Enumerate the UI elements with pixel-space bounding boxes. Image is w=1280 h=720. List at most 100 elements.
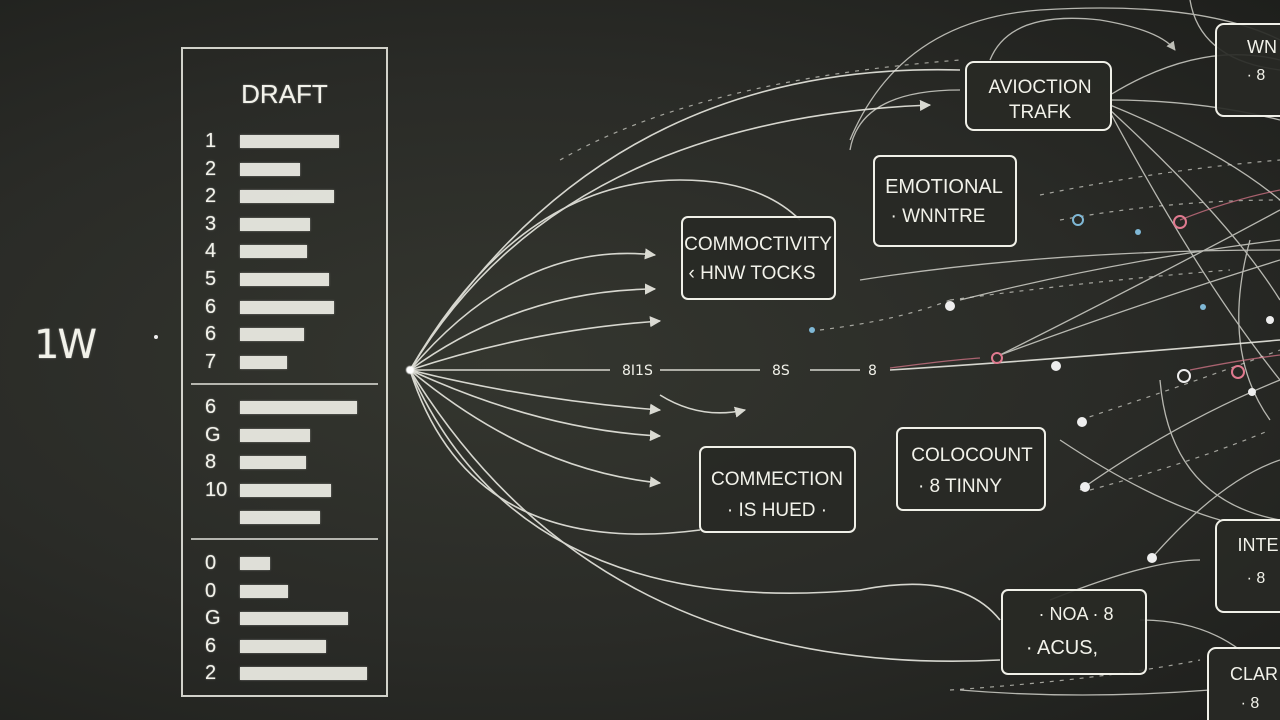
draft-row-bar <box>240 456 306 470</box>
draft-row-number: 10 <box>205 478 228 501</box>
fan-line <box>889 339 1280 371</box>
box-top-right-line1: WN <box>1247 37 1277 57</box>
draft-row: 3 <box>183 212 386 236</box>
chalk-dot <box>1051 361 1061 371</box>
network-line <box>989 17 1176 61</box>
fan-line <box>409 369 1001 621</box>
box-colocount-line1: COLOCOUNT <box>911 445 1033 466</box>
pink-line <box>1189 354 1280 371</box>
draft-row-bar <box>240 667 367 681</box>
diagram-boxes: COMMOCTIVITY ‹ HNW TOCKS COMMECTION · IS… <box>681 23 1280 720</box>
box-colocount-line2: · 8 TINNY <box>918 476 1002 497</box>
draft-row: 10 <box>183 478 386 502</box>
blue-dot <box>1135 229 1141 235</box>
draft-row-bar <box>240 245 307 259</box>
flow-label-2: 8S <box>772 363 790 379</box>
box-aviocton-line2: TRAFK <box>1009 102 1072 123</box>
fan-line <box>409 316 662 371</box>
network-line <box>849 7 1280 141</box>
draft-row: 6 <box>183 295 386 319</box>
draft-row-bar <box>240 428 310 442</box>
draft-row-bar <box>240 355 287 369</box>
draft-row: 6 <box>183 395 386 419</box>
blue-dot <box>809 327 815 333</box>
network-line <box>1109 109 1280 301</box>
draft-row-bar <box>240 273 329 286</box>
network-line <box>1159 379 1280 521</box>
fan-line <box>659 394 747 418</box>
box-bottom-right-line2: · 8 <box>1241 695 1260 712</box>
draft-row-bar <box>240 328 304 342</box>
draft-row-bar <box>240 135 339 148</box>
dashed-line <box>559 59 961 161</box>
draft-row-bar <box>240 639 326 653</box>
box-aviocton: AVIOCTION TRAFK <box>965 61 1112 131</box>
flow-labels: 8I1S 8S 8 <box>622 363 877 379</box>
box-top-right-line2: · 8 <box>1247 67 1266 84</box>
draft-row-number: G <box>205 423 221 446</box>
network-line <box>1059 439 1221 521</box>
network-line <box>1109 104 1280 201</box>
box-emotional-line2: · WNNTRE <box>891 206 986 227</box>
fan-line <box>409 68 961 371</box>
box-mid-right-line1: INTE <box>1237 535 1278 555</box>
draft-row-number: 2 <box>205 157 217 180</box>
draft-row-number: 2 <box>205 662 217 685</box>
chalk-dot <box>1077 417 1087 427</box>
chalk-dot <box>1080 482 1090 492</box>
network-line <box>1238 239 1271 421</box>
draft-row: 2 <box>183 184 386 208</box>
dashed-line <box>1089 429 1271 491</box>
pink-dot <box>991 352 1003 364</box>
chalk-dot <box>1177 369 1191 383</box>
box-commection: COMMECTION · IS HUED · <box>699 446 856 533</box>
draft-row-bar <box>240 300 334 314</box>
draft-divider <box>191 383 378 385</box>
draft-row-number: 0 <box>205 579 217 602</box>
draft-row-bar <box>240 190 334 204</box>
draft-row-number: 6 <box>205 634 217 657</box>
network-line <box>849 89 961 151</box>
draft-row-number: G <box>205 607 221 630</box>
draft-row-number: 6 <box>205 323 217 346</box>
blue-dot <box>1072 214 1084 226</box>
dashed-line <box>1059 199 1280 221</box>
draft-row-bar <box>240 162 300 176</box>
pink-line <box>889 357 981 369</box>
left-label: 1W <box>34 322 97 368</box>
box-aviocton-line1: AVIOCTION <box>988 77 1091 98</box>
box-bottom-right: CLAR · 8 <box>1207 647 1280 720</box>
draft-row: 4 <box>183 239 386 263</box>
draft-title: DRAFT <box>241 79 328 109</box>
box-noa-line2: · ACUS, <box>1026 637 1098 659</box>
draft-row-bar <box>240 557 270 570</box>
origin-dot <box>406 366 414 374</box>
draft-row: 5 <box>183 267 386 291</box>
chalk-dot <box>945 301 955 311</box>
draft-row: G <box>183 423 386 447</box>
network-line <box>1139 619 1241 651</box>
fan-line <box>409 283 657 371</box>
chalk-dots <box>154 214 1274 563</box>
draft-row <box>183 505 386 529</box>
draft-row-number: 8 <box>205 451 217 474</box>
fan-line <box>409 99 932 371</box>
chalk-dot <box>154 335 158 339</box>
draft-row-bar <box>240 217 310 231</box>
draft-row-number: 3 <box>205 212 217 235</box>
pink-line <box>1179 189 1280 221</box>
draft-row: 1 <box>183 129 386 153</box>
box-commoctivity: COMMOCTIVITY ‹ HNW TOCKS <box>681 216 836 300</box>
draft-row: 0 <box>183 551 386 575</box>
network-line <box>959 689 1211 696</box>
draft-row: 2 <box>183 661 386 685</box>
fan-line <box>409 369 701 535</box>
box-commoctivity-line1: COMMOCTIVITY <box>684 234 832 255</box>
draft-row-number: 4 <box>205 240 217 263</box>
network-line <box>1109 111 1280 381</box>
draft-row-number: 5 <box>205 268 217 290</box>
box-commection-line1: COMMECTION <box>711 469 843 490</box>
box-noa-line1: · NOA · 8 <box>1038 604 1113 624</box>
box-commection-line2: · IS HUED · <box>727 500 827 521</box>
